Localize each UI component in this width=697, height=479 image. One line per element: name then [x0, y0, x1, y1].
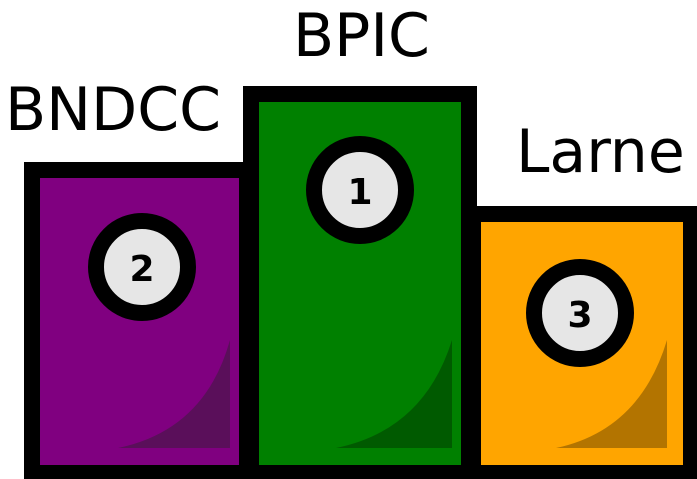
- winner-name-third: Larne: [516, 122, 685, 182]
- winner-name-second: BNDCC: [5, 80, 221, 140]
- winner-name-first: BPIC: [293, 6, 430, 66]
- podium-block-first: 1: [251, 94, 469, 473]
- rank-badge-third: 3: [534, 267, 626, 359]
- podium-block-third: 3: [473, 214, 691, 473]
- rank-badge-first: 1: [314, 144, 406, 236]
- rank-label-first: 1: [347, 172, 372, 213]
- rank-label-third: 3: [567, 295, 592, 336]
- rank-label-second: 2: [129, 249, 154, 290]
- rank-badge-second: 2: [96, 221, 188, 313]
- podium-block-second: 2: [32, 170, 247, 473]
